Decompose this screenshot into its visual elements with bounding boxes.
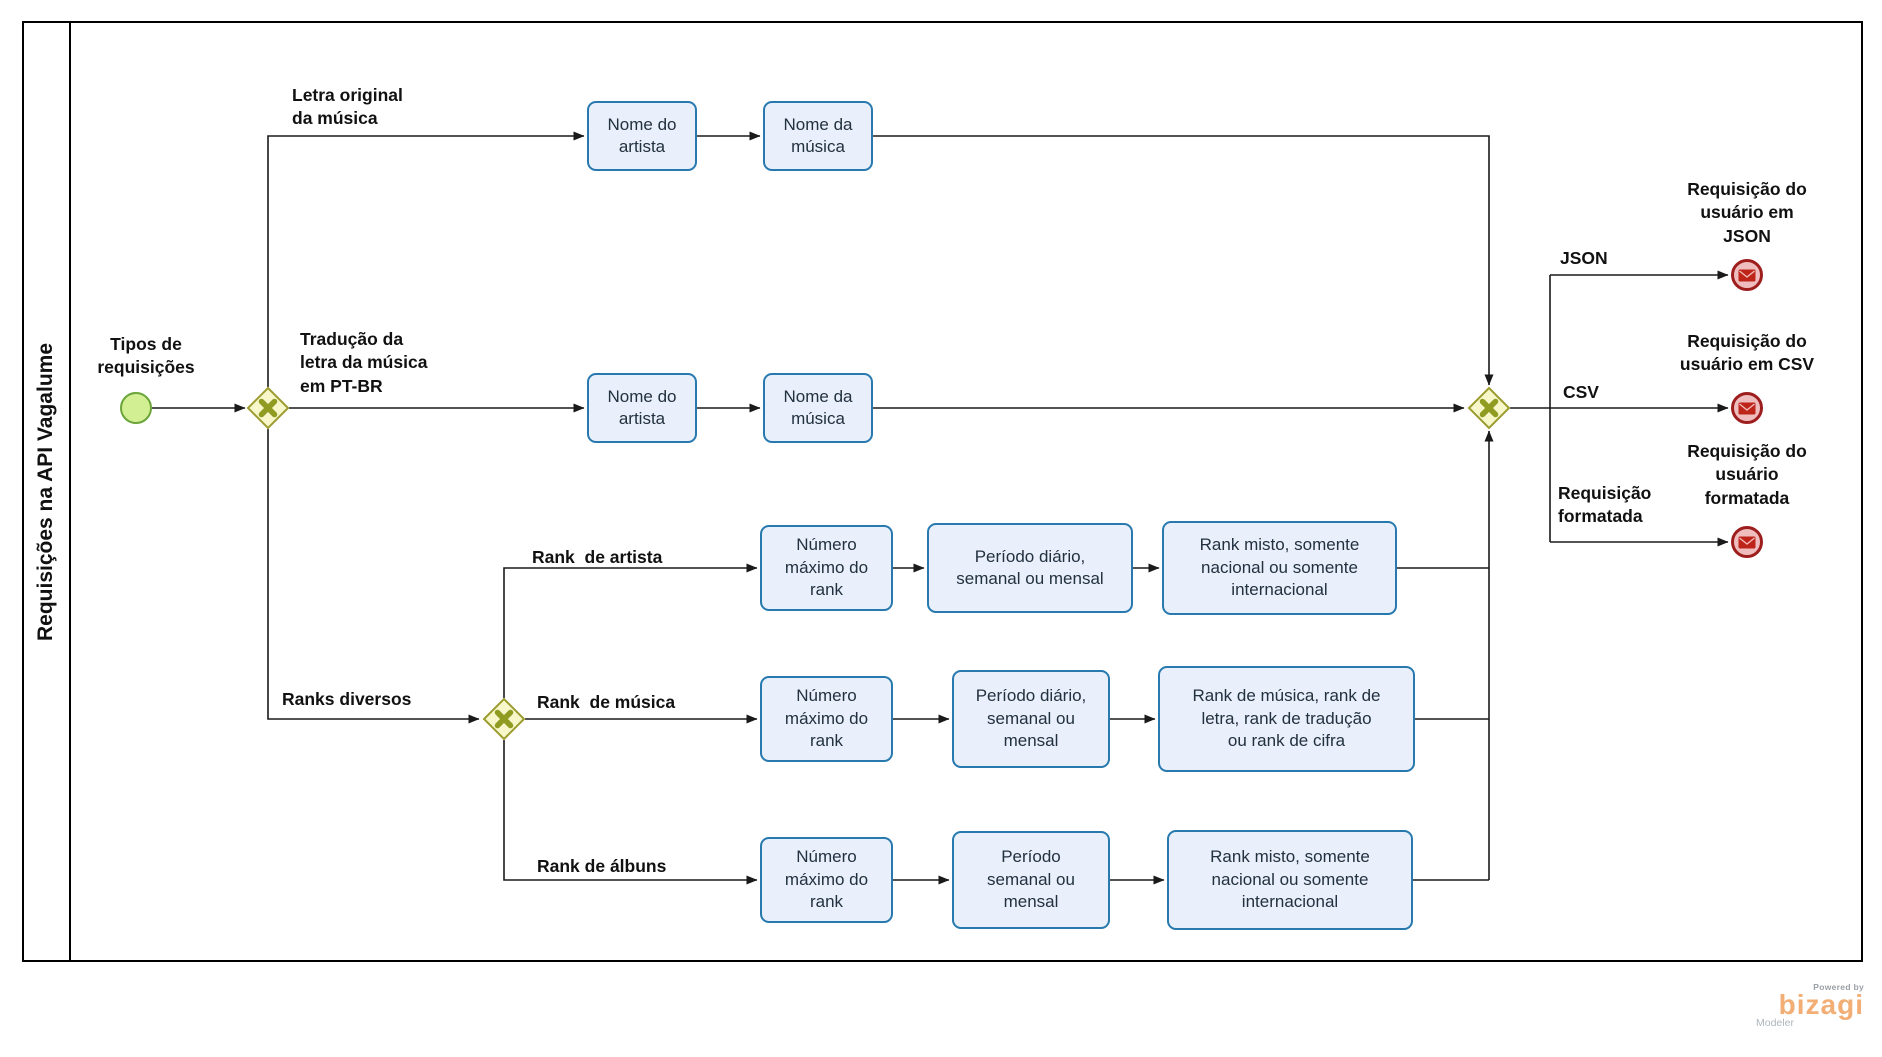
flow-label-json: JSON <box>1560 248 1608 268</box>
end-event-formatada[interactable] <box>1731 526 1763 558</box>
task-numero-maximo-rank-musica[interactable]: Número máximo do rank <box>760 676 893 762</box>
end-event-json[interactable] <box>1731 259 1763 291</box>
bizagi-logo: bizagi <box>1778 989 1864 1020</box>
task-nome-artista-letra[interactable]: Nome do artista <box>587 101 697 171</box>
x-marker-icon <box>258 398 278 418</box>
lane-title: Requisições na API Vagalume <box>33 342 57 641</box>
envelope-icon <box>1738 536 1756 548</box>
gateway-merge-output[interactable] <box>1467 386 1511 430</box>
powered-by-text: Powered by <box>1813 982 1864 992</box>
task-periodo-rank-albuns[interactable]: Período semanal ou mensal <box>952 831 1110 929</box>
flow-label-traducao: Tradução da letra da música em PT-BR <box>300 329 428 396</box>
start-event-label: Tipos de requisições <box>97 334 195 378</box>
task-tipo-rank-musica[interactable]: Rank de música, rank de letra, rank de t… <box>1158 666 1415 772</box>
task-nome-artista-traducao[interactable]: Nome do artista <box>587 373 697 443</box>
gateway-split-request-types[interactable] <box>246 386 290 430</box>
task-nome-musica-letra[interactable]: Nome da música <box>763 101 873 171</box>
flow-label-ranks-diversos: Ranks diversos <box>282 689 412 709</box>
end-label-json: Requisição do usuário em JSON <box>1687 179 1807 246</box>
task-nome-musica-traducao[interactable]: Nome da música <box>763 373 873 443</box>
flow-label-rank-artista: Rank de artista <box>532 547 663 567</box>
task-tipo-rank-artista[interactable]: Rank misto, somente nacional ou somente … <box>1162 521 1397 615</box>
task-periodo-rank-artista[interactable]: Período diário, semanal ou mensal <box>927 523 1133 613</box>
end-label-csv: Requisição do usuário em CSV <box>1679 331 1815 375</box>
envelope-icon <box>1738 402 1756 414</box>
task-numero-maximo-rank-albuns[interactable]: Número máximo do rank <box>760 837 893 923</box>
task-numero-maximo-rank-artista[interactable]: Número máximo do rank <box>760 525 893 611</box>
task-periodo-rank-musica[interactable]: Período diário, semanal ou mensal <box>952 670 1110 768</box>
flow-label-letra-original: Letra original da música <box>292 85 403 129</box>
flow-label-rank-musica: Rank de música <box>537 692 676 712</box>
start-event[interactable] <box>120 392 152 424</box>
end-label-formatada: Requisição do usuário formatada <box>1687 441 1807 508</box>
bizagi-branding: Powered by bizagi Modeler <box>1754 982 1864 1029</box>
pool-border <box>22 21 1863 962</box>
envelope-icon <box>1738 269 1756 281</box>
modeler-text: Modeler <box>1756 1016 1794 1029</box>
lane-header: Requisições na API Vagalume <box>22 21 71 962</box>
end-event-csv[interactable] <box>1731 392 1763 424</box>
flow-label-csv: CSV <box>1563 382 1599 402</box>
x-marker-icon <box>494 709 514 729</box>
x-marker-icon <box>1479 398 1499 418</box>
task-tipo-rank-albuns[interactable]: Rank misto, somente nacional ou somente … <box>1167 830 1413 930</box>
gateway-split-ranks[interactable] <box>482 697 526 741</box>
flow-label-rank-albuns: Rank de álbuns <box>537 856 667 876</box>
flow-label-formatada: Requisição formatada <box>1558 483 1652 527</box>
